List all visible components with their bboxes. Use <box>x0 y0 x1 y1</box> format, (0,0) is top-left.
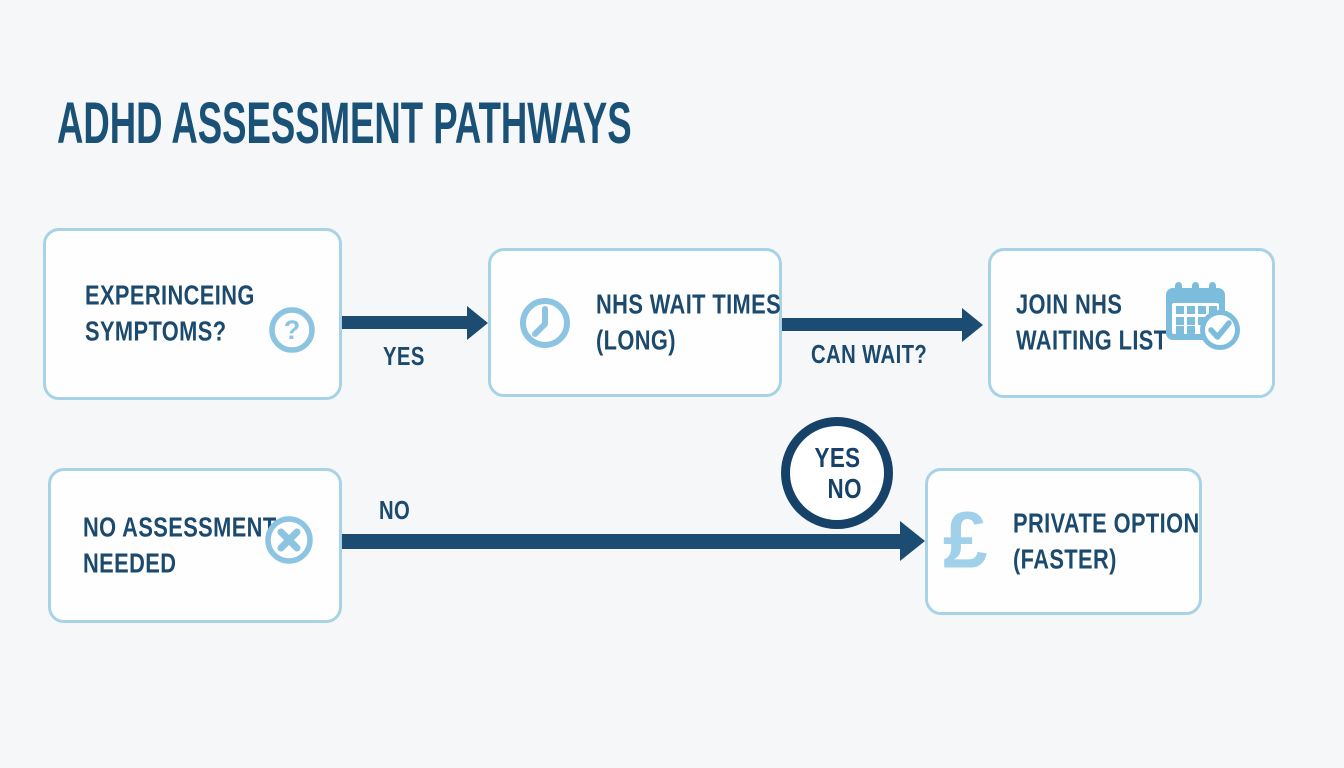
cross-circle-icon <box>265 516 313 564</box>
arrow-no-head <box>900 521 925 561</box>
arrow-yes-head <box>467 306 488 340</box>
box-text-line: PRIVATE OPTION <box>1013 507 1200 539</box>
box-text-nhs-wait-times: NHS WAIT TIMES (LONG) <box>596 286 781 359</box>
decision-circle-text: YES NO <box>813 442 862 505</box>
box-text-line: (FASTER) <box>1013 543 1117 575</box>
arrow-label-yes: YES <box>383 341 425 371</box>
flow-box-no-assessment-needed: NO ASSESSMENT NEEDED <box>48 468 342 623</box>
box-text-experiencing-symptoms: EXPERINCEING SYMPTOMS? <box>85 278 255 351</box>
clock-icon <box>520 298 570 348</box>
flow-box-join-nhs-waiting-list: JOIN NHS WAITING LIST <box>988 248 1275 398</box>
decision-yes-label: YES <box>813 441 861 473</box>
decision-no-label: NO <box>827 473 862 504</box>
pound-sterling-icon: £ <box>943 494 988 584</box>
flow-box-private-option: £ PRIVATE OPTION (FASTER) <box>925 468 1202 615</box>
arrow-yes-shaft <box>342 316 469 329</box>
flow-box-experiencing-symptoms: EXPERINCEING SYMPTOMS? ? <box>43 228 342 400</box>
arrow-can-wait-shaft <box>782 318 964 331</box>
box-text-line: EXPERINCEING <box>85 279 255 311</box>
box-text-join-nhs-waiting-list: JOIN NHS WAITING LIST <box>1016 287 1167 360</box>
box-text-no-assessment-needed: NO ASSESSMENT NEEDED <box>83 509 277 582</box>
box-text-private-option: PRIVATE OPTION (FASTER) <box>1013 505 1200 578</box>
flow-box-nhs-wait-times: NHS WAIT TIMES (LONG) <box>488 248 782 397</box>
arrow-label-no: NO <box>379 495 411 525</box>
calendar-check-icon <box>1166 282 1240 350</box>
svg-text:?: ? <box>284 315 301 345</box>
arrow-can-wait-head <box>962 308 983 342</box>
box-text-line: NHS WAIT TIMES <box>596 288 782 320</box>
box-text-line: NO ASSESSMENT <box>83 511 277 543</box>
arrow-label-can-wait: CAN WAIT? <box>811 339 928 369</box>
question-circle-icon: ? <box>269 307 315 353</box>
box-text-line: JOIN NHS <box>1016 288 1123 320</box>
box-text-line: (LONG) <box>596 324 676 356</box>
page-title: ADHD ASSESSMENT PATHWAYS <box>57 91 632 156</box>
arrow-no-shaft <box>342 534 904 549</box>
decision-circle: YES NO <box>781 417 893 529</box>
box-text-line: NEEDED <box>83 547 177 579</box>
box-text-line: SYMPTOMS? <box>85 316 227 347</box>
box-text-line: WAITING LIST <box>1016 325 1168 356</box>
